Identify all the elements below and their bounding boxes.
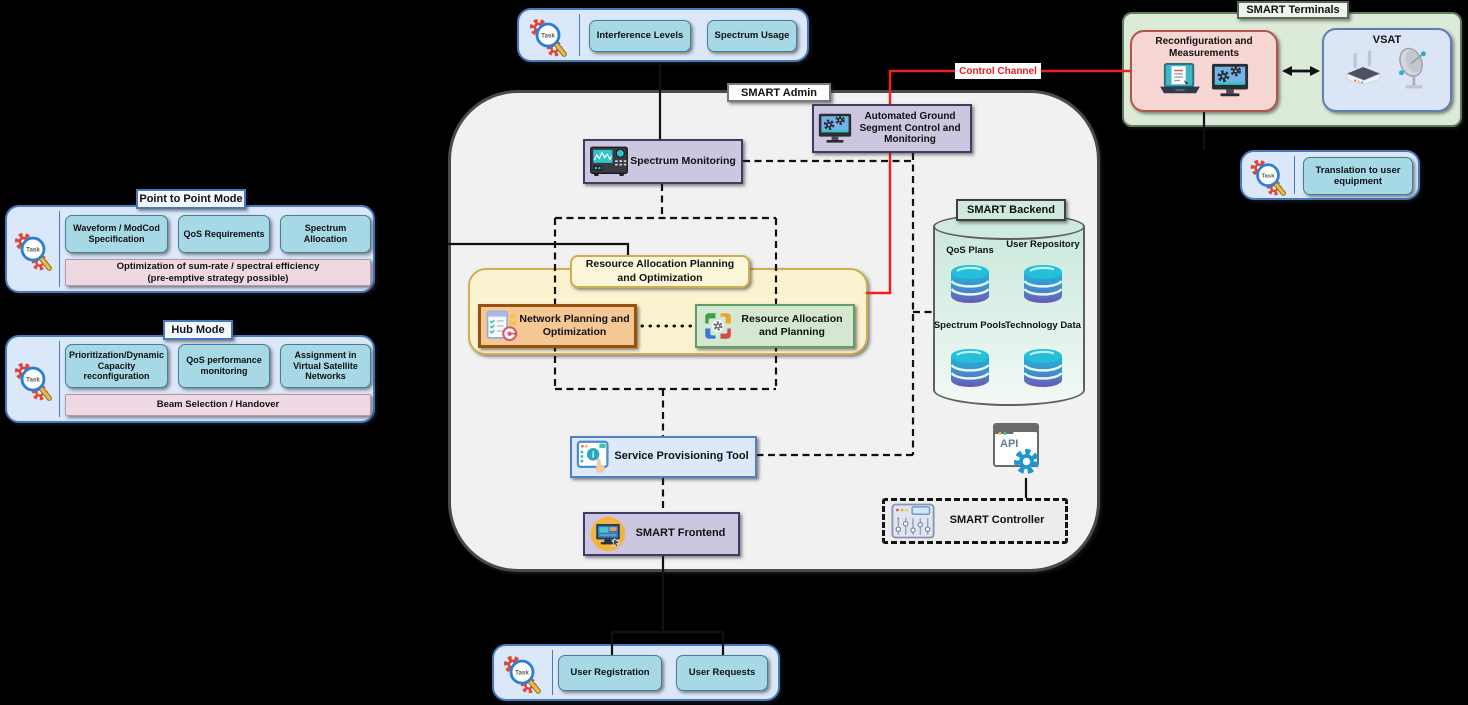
user-repository-label: User Repository xyxy=(1006,239,1080,250)
task-icon: Task xyxy=(529,18,567,57)
task-divider xyxy=(579,14,580,56)
smart-terminals-title: SMART Terminals xyxy=(1237,1,1349,19)
task-icon: Task xyxy=(503,655,541,694)
database-icon xyxy=(950,265,990,303)
hub-mode-title: Hub Mode xyxy=(163,320,233,340)
planning-checklist-icon xyxy=(485,309,519,343)
monitor-gears-icon xyxy=(1211,63,1249,97)
svg-text:Task: Task xyxy=(26,246,40,253)
cycle-gear-icon xyxy=(701,309,735,343)
interference-levels-item: Interference Levels xyxy=(589,20,691,52)
translation-item: Translation to user equipment xyxy=(1303,157,1413,195)
database-icon xyxy=(1023,349,1063,387)
database-icon xyxy=(950,349,990,387)
network-planning-box: Network Planning and Optimization xyxy=(478,304,637,348)
task-icon: Task xyxy=(14,362,52,401)
spectrum-pools-label: Spectrum Pools xyxy=(933,320,1007,331)
smart-admin-title: SMART Admin xyxy=(727,83,831,102)
user-registration-item: User Registration xyxy=(558,655,662,691)
task-divider xyxy=(59,341,60,417)
database-icon xyxy=(1023,265,1063,303)
smart-backend-title: SMART Backend xyxy=(956,199,1066,221)
spectrum-analyzer-icon xyxy=(589,144,629,180)
router-icon xyxy=(1346,50,1381,85)
user-requests-item: User Requests xyxy=(676,655,768,691)
mixer-panel-icon xyxy=(891,502,935,540)
svg-text:i: i xyxy=(592,449,594,459)
monitor-gears-icon xyxy=(817,112,853,146)
frontend-monitor-icon xyxy=(589,515,627,553)
task-divider xyxy=(1294,156,1295,194)
svg-text:Task: Task xyxy=(541,32,555,39)
point-to-point-mode-title: Point to Point Mode xyxy=(136,189,246,209)
resource-allocation-box: Resource Allocation and Planning xyxy=(695,304,855,348)
spectrum-usage-item: Spectrum Usage xyxy=(707,20,797,52)
service-provisioning-box: i Service Provisioning Tool xyxy=(570,436,757,478)
task-icon: Task xyxy=(14,232,52,271)
qos-plans-label: QoS Plans xyxy=(946,245,994,256)
task-divider xyxy=(552,650,553,695)
api-window-titlebar xyxy=(995,425,1037,435)
technology-data-label: Technology Data xyxy=(1005,320,1081,331)
assignment-vsn-item: Assignment in Virtual Satellite Networks xyxy=(280,344,371,388)
api-gear-icon xyxy=(1014,449,1039,474)
svg-text:Task: Task xyxy=(1262,173,1276,179)
satellite-dish-icon xyxy=(1399,47,1426,89)
control-channel-label: Control Channel xyxy=(955,63,1041,79)
prioritization-item: Prioritization/Dynamic Capacity reconfig… xyxy=(65,344,168,388)
provisioning-window-icon: i xyxy=(576,440,612,474)
spectrum-allocation-item: Spectrum Allocation xyxy=(280,215,371,253)
waveform-modcod-item: Waveform / ModCod Specification xyxy=(65,215,168,253)
qos-requirements-item: QoS Requirements xyxy=(178,215,270,253)
qos-performance-item: QoS performance monitoring xyxy=(178,344,270,388)
svg-text:Task: Task xyxy=(26,376,40,383)
spectrum-monitoring-box: Spectrum Monitoring xyxy=(583,139,743,184)
smart-frontend-box: SMART Frontend xyxy=(583,512,740,556)
task-divider xyxy=(59,211,60,287)
laptop-report-icon xyxy=(1160,62,1200,94)
automated-ground-segment-box: Automated Ground Segment Control and Mon… xyxy=(812,104,972,153)
smart-controller-box: SMART Controller xyxy=(882,498,1068,544)
vsat-box: VSAT xyxy=(1322,28,1452,112)
svg-text:Task: Task xyxy=(515,669,529,676)
rapo-title: Resource Allocation Planning and Optimiz… xyxy=(570,255,750,288)
api-label: API xyxy=(1000,438,1019,450)
p2p-optimization-banner: Optimization of sum-rate / spectral effi… xyxy=(65,259,371,286)
task-icon: Task xyxy=(1250,159,1286,196)
reconfiguration-measurements-box: Reconfiguration and Measurements xyxy=(1130,30,1278,112)
beam-selection-banner: Beam Selection / Handover xyxy=(65,394,371,416)
